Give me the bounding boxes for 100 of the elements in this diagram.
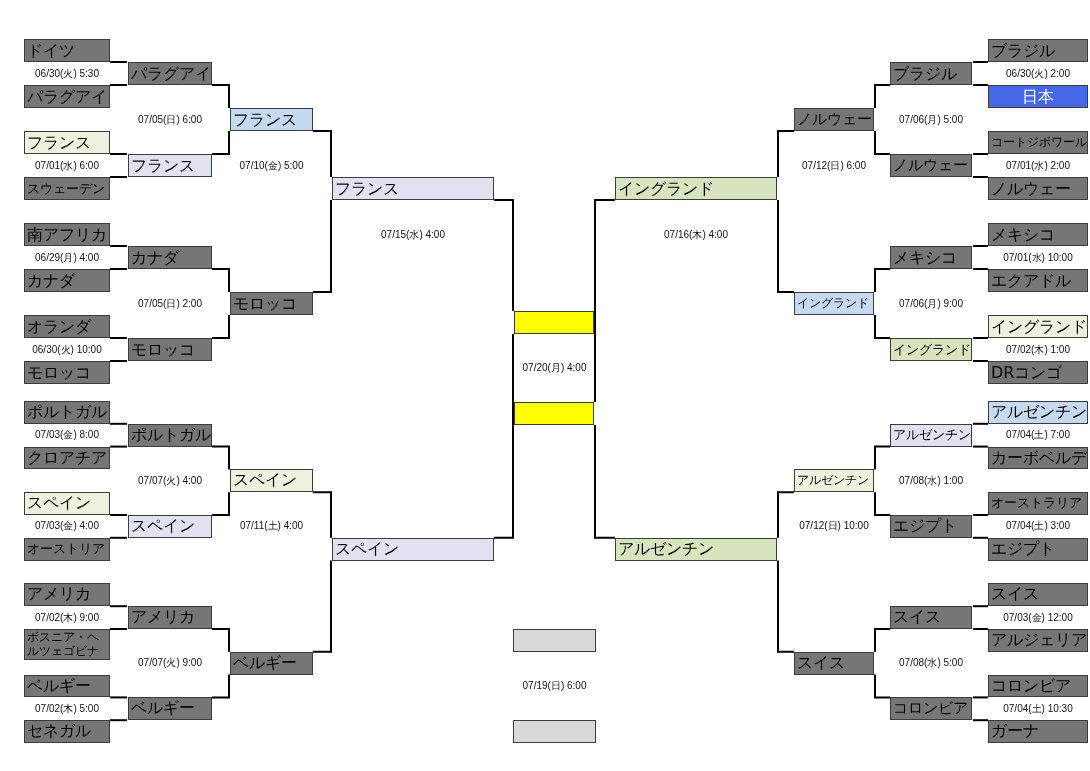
bracket-line [211,84,230,109]
match-date: 07/02(木) 1:00 [1006,343,1070,356]
bracket-line [109,422,128,425]
match-date: 06/30(火) 5:30 [35,67,99,80]
match-date: 06/30(火) 2:00 [1006,67,1070,80]
bracket-line [972,605,989,608]
bracket-line [109,61,128,63]
team-box: スイス [988,583,1088,607]
team-box: DRコンゴ [988,361,1088,384]
team-box: イングランド [615,177,777,200]
bracket-line [874,314,891,339]
team-box: スペイン [230,469,313,493]
team-box: ノルウェー [890,154,972,177]
bracket-line [594,424,616,539]
bracket-line [972,84,989,86]
team-box: フランス [332,177,494,200]
team-box: アルゼンチン [988,401,1088,424]
team-box: ブラジル [890,62,972,85]
bracket-line [211,130,230,155]
bracket-line [109,337,128,339]
team-box: モロッコ [128,338,212,361]
bracket-line [493,199,514,312]
match-date: 07/05(日) 6:00 [138,113,202,126]
team-box: フランス [230,108,313,131]
empty-slot [513,629,596,652]
bracket-line [109,628,128,630]
team-box: パラグアイ [128,62,212,85]
match-date: 06/30(火) 10:00 [32,343,102,356]
team-box: イングランド [794,292,874,315]
team-box: アルジェリア [988,629,1088,652]
team-box: スペイン [128,515,212,538]
match-date: 07/12(日) 6:00 [802,159,866,172]
bracket-line [312,199,332,293]
match-date: 07/11(土) 4:00 [239,520,304,533]
bracket-line [874,673,891,699]
match-date: 07/19(日) 6:00 [522,680,587,692]
match-date: 07/20(月) 4:00 [522,362,587,374]
team-box: ポルトガル [128,423,212,447]
team-box: スイス [794,651,874,675]
match-date: 07/07(火) 4:00 [138,474,202,487]
team-box: イングランド [988,315,1088,338]
team-box: コートジボワール [988,131,1088,154]
bracket-line [777,491,795,539]
bracket-line [972,176,989,178]
bracket-line [109,245,128,247]
bracket-line [109,445,128,448]
bracket-line [972,61,989,63]
team-box: カナダ [24,269,110,292]
team-box: ベルギー [230,651,313,675]
bracket-line [109,696,128,699]
match-date: 07/08(水) 1:00 [899,474,963,487]
team-box: アルゼンチン [794,469,874,493]
team-box: ガーナ [988,720,1088,743]
bracket-line [211,673,230,699]
bracket-line [874,130,891,155]
empty-slot [514,311,594,334]
match-date: 07/07(火) 9:00 [138,657,202,670]
match-date: 07/04(土) 3:00 [1006,520,1070,533]
bracket-line [211,268,230,293]
match-date: 07/16(木) 4:00 [664,228,728,241]
bracket-line [109,268,128,270]
bracket-line [594,199,616,403]
team-box: コロンビア [988,674,1088,698]
team-box: スペイン [24,492,110,515]
team-box: ドイツ [24,39,110,62]
match-date: 07/04(土) 10:30 [1003,702,1073,715]
team-box: オーストリア [24,537,110,561]
bracket-line [312,130,332,178]
bracket-line [972,719,989,722]
bracket-line [109,719,128,722]
bracket-line [972,536,989,539]
match-date: 07/01(水) 6:00 [35,159,99,172]
bracket-line [972,153,989,155]
team-box: フランス [128,154,212,177]
bracket-line [109,84,128,86]
match-date: 07/10(金) 5:00 [239,159,304,172]
team-box: オランダ [24,315,110,338]
match-date: 07/15(水) 4:00 [381,228,445,241]
bracket-line [972,445,989,448]
match-date: 07/02(木) 5:00 [35,702,99,715]
bracket-line [211,445,230,471]
team-box: フランス [24,131,110,154]
match-date: 07/03(金) 12:00 [1003,611,1073,624]
team-box: アルゼンチン [615,537,777,561]
team-box: カナダ [128,246,212,269]
team-box: ベルギー [128,697,212,721]
team-box: アメリカ [128,606,212,629]
team-box: 日本 [988,85,1088,108]
match-date: 06/29(月) 4:00 [35,251,99,264]
bracket-line [109,514,128,516]
match-date: 07/06(月) 9:00 [899,297,963,310]
team-box: エクアドル [988,269,1088,292]
match-date: 07/06(月) 5:00 [899,113,963,126]
bracket-line [211,628,230,653]
bracket-line [972,245,989,247]
match-date: 07/02(木) 9:00 [35,611,99,624]
empty-slot [514,402,594,425]
match-date: 07/03(金) 4:00 [35,520,99,533]
bracket-line [972,360,989,362]
bracket-line [109,360,128,362]
